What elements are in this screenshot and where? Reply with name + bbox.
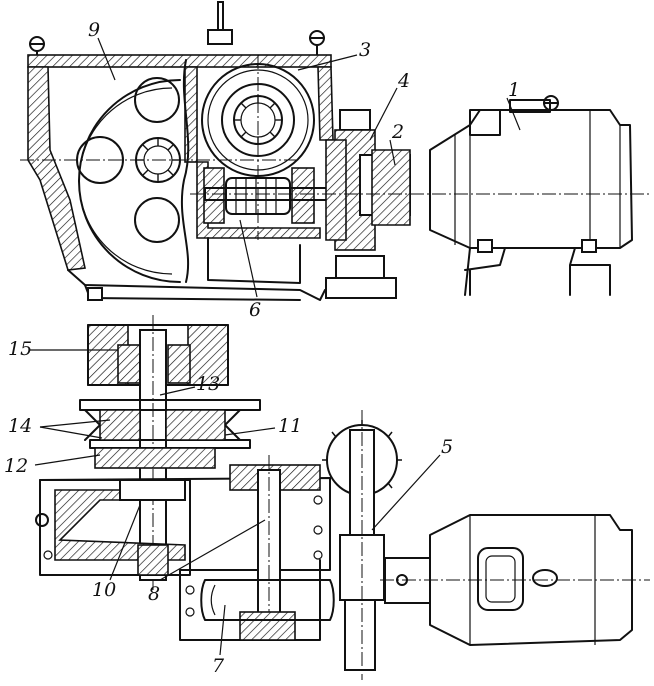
label-1: 1 (508, 79, 520, 101)
label-10: 10 (92, 579, 116, 601)
label-12: 12 (4, 455, 28, 477)
label-13: 13 (196, 373, 220, 395)
label-8: 8 (148, 583, 160, 605)
lower-view (35, 315, 650, 680)
label-2: 2 (391, 121, 404, 143)
label-5: 5 (441, 436, 453, 458)
label-6: 6 (249, 299, 261, 321)
leader-lines (30, 37, 521, 656)
label-14: 14 (8, 415, 32, 437)
upper-view (20, 1, 650, 301)
label-3: 3 (359, 39, 371, 61)
label-11: 11 (278, 415, 302, 437)
label-15: 15 (8, 338, 32, 360)
label-7: 7 (212, 655, 225, 677)
label-4: 4 (397, 70, 410, 92)
label-9: 9 (88, 19, 100, 41)
